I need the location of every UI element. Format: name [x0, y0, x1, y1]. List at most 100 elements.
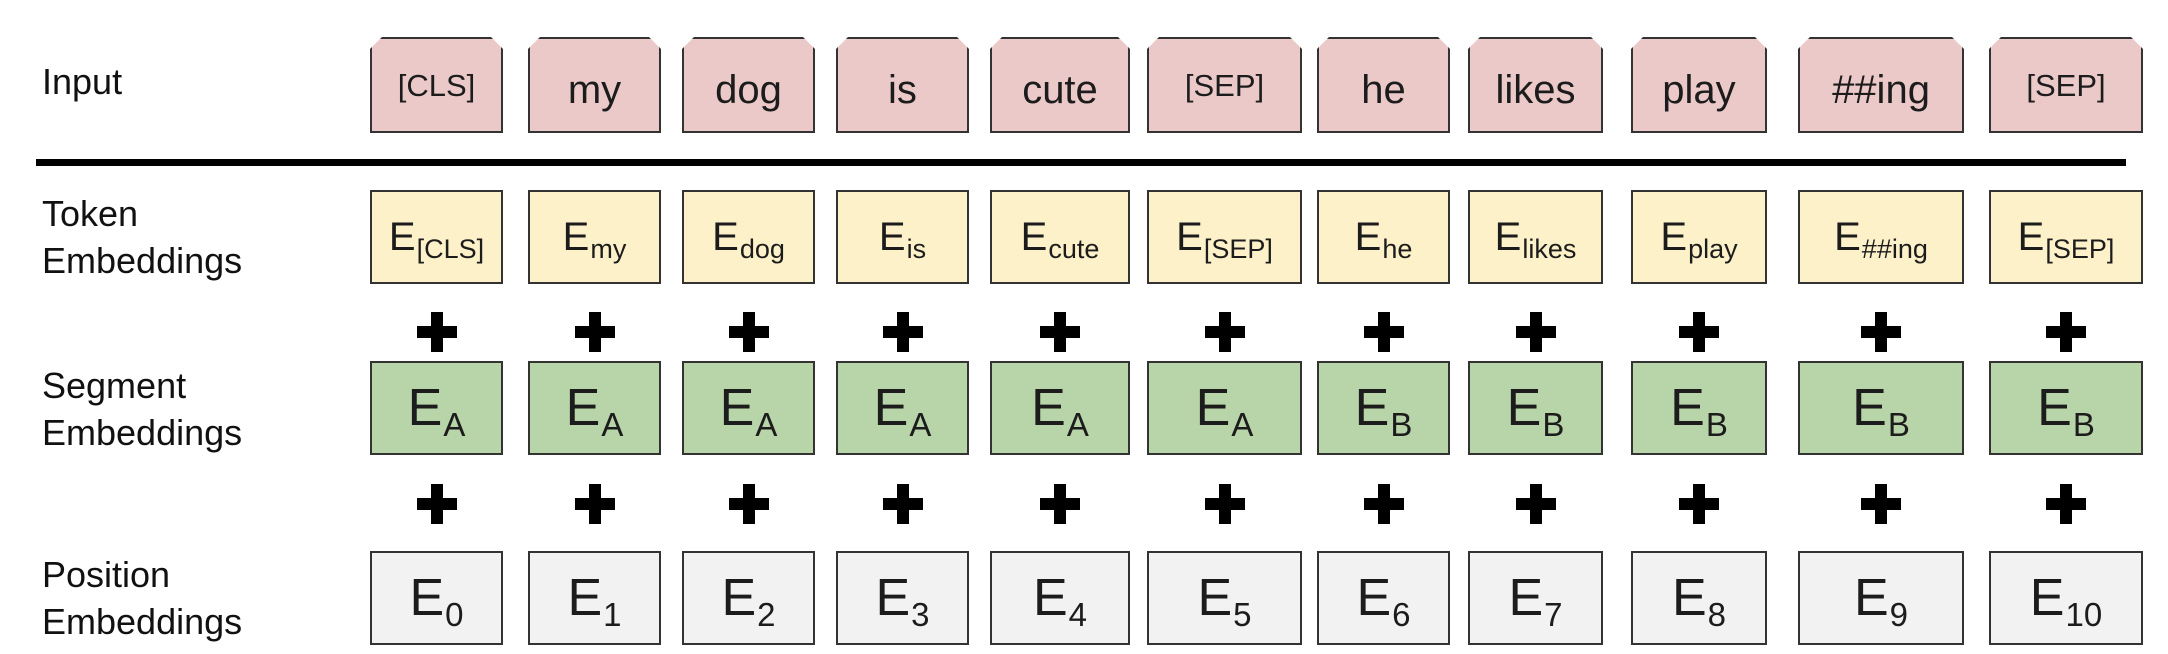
embedding-letter: E	[1354, 215, 1382, 259]
embedding-letter: E	[2017, 215, 2045, 259]
input-token-text: ##ing	[1832, 67, 1930, 112]
input-token-text: play	[1662, 67, 1736, 112]
embedding-letter: E	[712, 215, 739, 259]
input-token-box: he	[1317, 37, 1450, 133]
input-token-box: cute	[990, 37, 1130, 133]
embedding-subscript: [CLS]	[416, 233, 485, 264]
embedding-letter: E	[1020, 215, 1048, 259]
plus-icon	[728, 484, 769, 524]
embedding-letter: E	[878, 215, 906, 259]
embedding-subscript: B	[1390, 405, 1413, 443]
embedding-subscript: 7	[1544, 595, 1563, 633]
embedding-letter: E	[1494, 215, 1522, 259]
embedding-letter: E	[565, 379, 601, 437]
input-token-box: [SEP]	[1147, 37, 1302, 133]
embedding-subscript: 3	[911, 595, 930, 633]
embedding-subscript: 1	[603, 595, 622, 633]
plus-icon	[1515, 312, 1556, 352]
plus-icon	[1363, 312, 1404, 352]
embedding-subscript: A	[755, 405, 778, 443]
embedding-letter: E	[388, 215, 416, 259]
position-row-label: Position Embeddings	[42, 554, 243, 642]
embedding-subscript: [SEP]	[1203, 233, 1273, 264]
separator-line	[36, 159, 2126, 166]
embedding-letter: E	[1660, 215, 1688, 259]
token-embedding-box: E##ing	[1798, 190, 1964, 284]
embedding-letter: E	[719, 379, 755, 437]
input-token-text: [SEP]	[2026, 68, 2106, 103]
embedding-letter: E	[1197, 569, 1233, 627]
plus-icon	[1679, 312, 1719, 352]
token-embedding-box: E[SEP]	[1147, 190, 1302, 284]
token-embedding-box: E[CLS]	[370, 190, 503, 284]
input-token-box: dog	[682, 37, 815, 133]
embedding-subscript: 2	[757, 595, 776, 633]
embedding-letter: E	[873, 379, 909, 437]
embedding-letter: E	[1853, 569, 1889, 627]
embedding-subscript: [SEP]	[2045, 233, 2115, 264]
segment-row-label: Segment Embeddings	[42, 365, 243, 453]
token-embedding-box: E[SEP]	[1989, 190, 2143, 284]
input-token-box: play	[1631, 37, 1767, 133]
embedding-letter: E	[1031, 379, 1066, 437]
plus-icon	[1204, 484, 1245, 524]
embedding-letter: E	[1508, 569, 1544, 627]
embedding-subscript: 5	[1233, 595, 1252, 633]
plus-icon	[882, 484, 923, 524]
input-token-box: likes	[1468, 37, 1603, 133]
embedding-letter: E	[567, 569, 603, 627]
plus-icon	[882, 312, 923, 352]
input-token-box: [SEP]	[1989, 37, 2143, 133]
plus-icon	[728, 312, 769, 352]
input-row-label: Input	[42, 61, 123, 102]
plus-icon	[416, 312, 457, 352]
embedding-subscript: ##ing	[1861, 233, 1928, 264]
input-token-box: is	[836, 37, 969, 133]
token-row-label: Token Embeddings	[42, 193, 243, 281]
embedding-letter: E	[409, 569, 445, 627]
input-token-text: dog	[715, 67, 782, 112]
plus-icon	[1040, 312, 1080, 352]
plus-icon	[416, 484, 457, 524]
embedding-subscript: 6	[1392, 595, 1411, 633]
embedding-subscript: likes	[1522, 233, 1577, 264]
embedding-letter: E	[407, 379, 443, 437]
embedding-subscript: B	[1542, 405, 1565, 443]
embedding-subscript: 8	[1707, 595, 1727, 633]
input-token-box: [CLS]	[370, 37, 503, 133]
embedding-letter: E	[2037, 379, 2072, 437]
input-token-text: likes	[1495, 67, 1576, 112]
plus-icon	[1679, 484, 1719, 524]
input-token-text: he	[1361, 67, 1406, 112]
plus-icon	[1204, 312, 1245, 352]
embedding-letter: E	[1852, 379, 1887, 437]
embedding-subscript: my	[590, 233, 627, 264]
embedding-letter: E	[1356, 569, 1392, 627]
embedding-subscript: 0	[445, 595, 464, 633]
plus-icon	[2046, 484, 2086, 524]
embedding-subscript: play	[1688, 233, 1738, 264]
